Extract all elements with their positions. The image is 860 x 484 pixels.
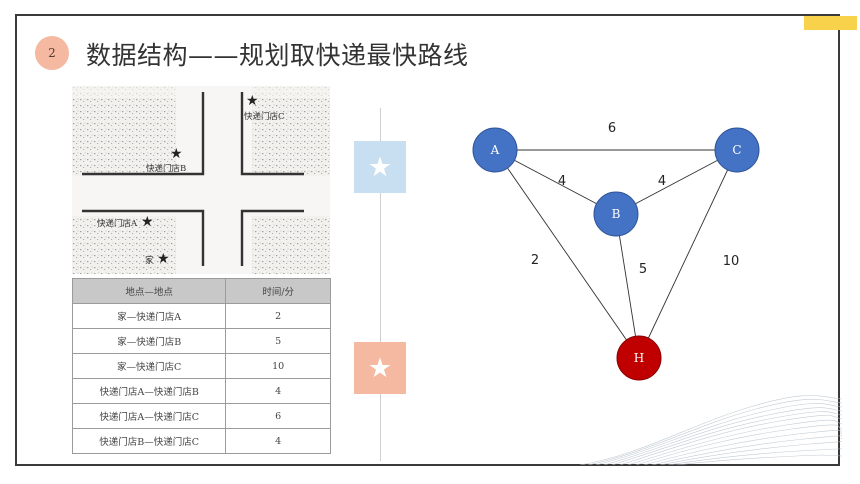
map-label-store-b: 快递门店B (146, 163, 186, 174)
table-row: 快递门店A—快递门店B 4 (71, 378, 331, 404)
edge-weight-c-h: 10 (723, 254, 740, 269)
edge-weight-b-h: 5 (639, 262, 647, 277)
column-header-time: 时间/分 (225, 278, 331, 304)
node-a-label: A (490, 143, 500, 157)
star-icon: ★ (367, 151, 393, 183)
node-c-label: C (732, 143, 741, 157)
edge-weight-b-c: 4 (658, 174, 666, 189)
slide-frame (15, 14, 857, 466)
time-cell: 4 (225, 428, 331, 454)
vertical-divider (380, 108, 381, 461)
table-row: 快递门店B—快递门店C 4 (71, 428, 331, 454)
route-cell: 家—快递门店C (71, 353, 227, 379)
map-star-icon: ★ (157, 251, 170, 267)
map-label-store-a: 快递门店A (97, 218, 138, 229)
section-number-badge: 2 (35, 36, 69, 70)
node-h-label: H (634, 351, 644, 365)
yellow-accent-strip (804, 16, 857, 30)
slide-title: 数据结构——规划取快递最快路线 (86, 41, 469, 70)
salmon-star-marker: ★ (354, 342, 406, 394)
edge-a-b (494, 149, 617, 215)
node-b (593, 191, 639, 237)
map-star-icon: ★ (141, 214, 154, 230)
node-b-label: B (612, 207, 621, 221)
table-header-row: 地点—地点 时间/分 (71, 278, 331, 304)
time-cell: 5 (225, 328, 331, 354)
edge-b-h (615, 213, 640, 359)
edge-weight-a-h: 2 (531, 253, 539, 268)
map-star-icon: ★ (170, 146, 183, 162)
node-a (472, 127, 518, 173)
time-cell: 4 (225, 378, 331, 404)
map-image: ★ ★ ★ ★ 快递门店C 快递门店B 快递门店A 家 (72, 86, 330, 274)
map-label-home: 家 (145, 255, 154, 266)
time-cell: 2 (225, 303, 331, 329)
edge-weight-a-c: 6 (608, 121, 616, 136)
decorative-wave-lines (580, 395, 842, 465)
weighted-graph: 6 4 4 2 5 10 A B C H (472, 121, 760, 381)
map-star-icon: ★ (246, 93, 259, 109)
table-row: 家—快递门店B 5 (71, 328, 331, 354)
star-icon: ★ (367, 352, 393, 384)
route-cell: 快递门店A—快递门店C (71, 403, 227, 429)
column-header-route: 地点—地点 (71, 278, 227, 304)
route-cell: 家—快递门店A (71, 303, 227, 329)
table-row: 快递门店A—快递门店C 6 (71, 403, 331, 429)
table-row: 家—快递门店A 2 (71, 303, 331, 329)
node-h (616, 335, 662, 381)
node-c (714, 127, 760, 173)
edge-a-h (494, 149, 640, 359)
route-cell: 家—快递门店B (71, 328, 227, 354)
edge-c-h (638, 149, 738, 359)
edge-weight-a-b: 4 (558, 174, 566, 189)
blue-star-marker: ★ (354, 141, 406, 193)
map-label-store-c: 快递门店C (244, 111, 285, 122)
distance-table: 地点—地点 时间/分 家—快递门店A 2 家—快递门店B 5 家—快递门店C 1… (71, 278, 331, 454)
route-cell: 快递门店A—快递门店B (71, 378, 227, 404)
time-cell: 10 (225, 353, 331, 379)
table-row: 家—快递门店C 10 (71, 353, 331, 379)
time-cell: 6 (225, 403, 331, 429)
route-cell: 快递门店B—快递门店C (71, 428, 227, 454)
edge-b-c (615, 149, 738, 215)
